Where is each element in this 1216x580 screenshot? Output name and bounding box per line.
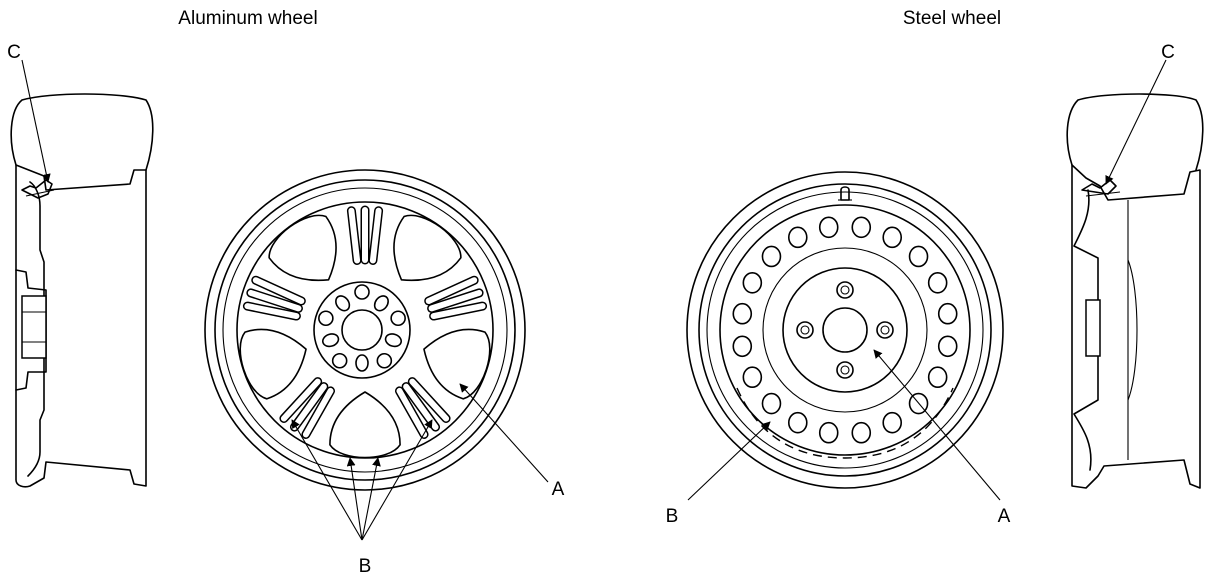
spoke-slot <box>302 387 334 438</box>
lug-hole <box>836 361 854 379</box>
lug-hole-inner <box>800 325 810 335</box>
lug-hole-inner <box>840 365 850 375</box>
lug-hole-inner <box>840 285 850 295</box>
spoke-window <box>423 328 491 400</box>
vent-hole <box>927 271 948 294</box>
callout-b-steel: B <box>666 506 679 527</box>
lug-hole <box>354 284 370 300</box>
spoke-window <box>393 214 462 282</box>
vent-hole <box>761 392 782 415</box>
vent-hole <box>851 216 872 239</box>
spoke-window <box>329 391 401 459</box>
spoke-slot <box>348 207 361 264</box>
vent-hole <box>908 392 929 415</box>
vent-hole <box>937 335 958 358</box>
spoke-slot <box>280 378 321 422</box>
aluminum-wheel-side-profile <box>10 93 154 488</box>
steel-wheel-side-profile <box>1066 93 1204 489</box>
vent-hole <box>818 421 839 444</box>
hub-recess <box>355 354 369 372</box>
callout-a-steel: A <box>998 506 1011 527</box>
spoke-slot <box>409 378 450 422</box>
leader-lines <box>21 59 1167 541</box>
spoke-slot <box>430 303 486 320</box>
vent-hole <box>882 226 903 249</box>
spoke-slot <box>369 207 382 264</box>
spoke-window <box>239 328 307 400</box>
hub-recess <box>373 295 389 312</box>
hub-recess <box>335 295 351 312</box>
hub-recess <box>321 333 340 348</box>
spoke-window <box>268 214 337 282</box>
callout-c-aluminum: C <box>7 42 21 63</box>
lug-hole <box>376 352 393 369</box>
vent-hole <box>787 226 808 249</box>
callout-b-aluminum: B <box>359 556 372 577</box>
vent-hole <box>761 245 782 268</box>
vent-hole <box>732 302 753 325</box>
lug-hole <box>331 352 348 369</box>
aluminum-wheel-front <box>204 169 526 491</box>
lug-hole <box>836 281 854 299</box>
vent-hole <box>882 411 903 434</box>
vent-hole <box>818 216 839 239</box>
spoke-slot <box>244 303 300 320</box>
lug-hole-inner <box>880 325 890 335</box>
steel-wheel-front <box>686 171 1004 489</box>
hub-recess <box>384 333 403 348</box>
vent-hole <box>851 421 872 444</box>
vent-hole <box>787 411 808 434</box>
steel-wheel-title: Steel wheel <box>903 8 1001 29</box>
vent-hole <box>742 271 763 294</box>
spoke-slot <box>247 289 302 312</box>
lug-hole <box>876 321 894 339</box>
lug-hole <box>318 310 334 327</box>
vent-hole <box>908 245 929 268</box>
vent-hole <box>742 366 763 389</box>
spoke-slot <box>425 277 478 304</box>
spoke-slot <box>396 387 428 438</box>
aluminum-wheel-title: Aluminum wheel <box>178 8 317 29</box>
vent-hole <box>927 366 948 389</box>
callout-a-aluminum: A <box>552 479 565 500</box>
lug-hole <box>796 321 814 339</box>
spoke-slot <box>252 277 305 304</box>
callout-c-steel: C <box>1161 42 1175 63</box>
vent-hole <box>732 335 753 358</box>
vent-hole <box>937 302 958 325</box>
spoke-slot <box>428 289 483 312</box>
lug-hole <box>390 310 406 327</box>
